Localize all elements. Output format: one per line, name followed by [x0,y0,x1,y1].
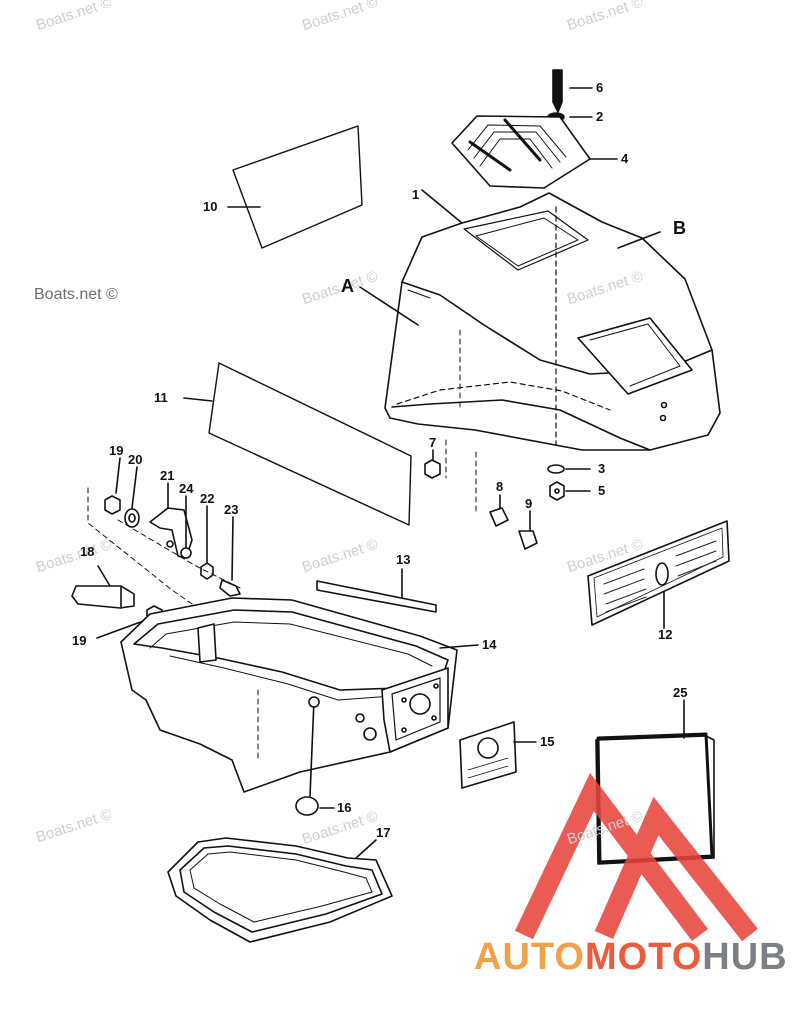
callout-16: 16 [337,800,352,815]
screw-part-6 [552,69,593,113]
callout-19: 19 [109,443,124,458]
callout-19: 19 [72,633,87,648]
callout-13: 13 [396,552,411,567]
brand-part-moto: MOTO [584,936,703,978]
nut-part-22 [200,505,214,580]
gasket-part-17 [167,837,393,943]
callout-24: 24 [179,481,194,496]
watermark: Boats.net © [34,286,118,303]
grommet-part-8 [475,451,509,527]
callout-22: 22 [200,491,215,506]
decal-part-11 [208,362,412,526]
washer-part-24 [180,495,192,559]
callout-18: 18 [80,544,95,559]
label-plate-part-12 [587,520,730,629]
callout-letter-b: B [673,218,686,238]
callout-7: 7 [429,435,437,450]
brand-logo-icon [514,772,758,942]
nut-part-5 [549,481,591,501]
callout-8: 8 [496,479,504,494]
decal-part-10 [232,125,363,249]
callout-6: 6 [596,80,604,95]
callout-14: 14 [482,637,497,652]
nut-part-7 [424,439,447,479]
plug-part-16 [295,696,335,816]
washer-part-3 [547,464,591,474]
top-cowl-part-1 [359,189,721,451]
nut-part-19-upper [104,457,121,515]
callout-17: 17 [376,825,391,840]
handle-part-18 [71,565,135,609]
callout-25: 25 [673,685,688,700]
callout-2: 2 [596,109,604,124]
callout-20: 20 [128,452,143,467]
brand-part-auto: AUTO [474,936,585,978]
callout-5: 5 [598,483,606,498]
callout-11: 11 [154,390,168,405]
brand-wordmark: AUTOMOTOHUB [474,936,788,979]
vent-cover-part-4 [451,115,618,189]
seal-part-13 [316,568,437,613]
callout-10: 10 [203,199,218,214]
callout-1: 1 [412,187,420,202]
callout-9: 9 [525,496,533,511]
callout-21: 21 [160,468,175,483]
callout-12: 12 [658,627,673,642]
pin-part-9 [518,510,538,550]
callout-letter-a: A [341,276,354,296]
callout-23: 23 [224,502,239,517]
bolt-part-23 [219,516,241,597]
callout-3: 3 [598,461,606,476]
bottom-cowl-part-14 [120,597,479,793]
washer-part-20 [124,466,140,528]
callout-15: 15 [540,734,555,749]
plate-part-15 [459,721,537,789]
brand-part-hub: HUB [702,936,788,978]
callout-4: 4 [621,151,629,166]
